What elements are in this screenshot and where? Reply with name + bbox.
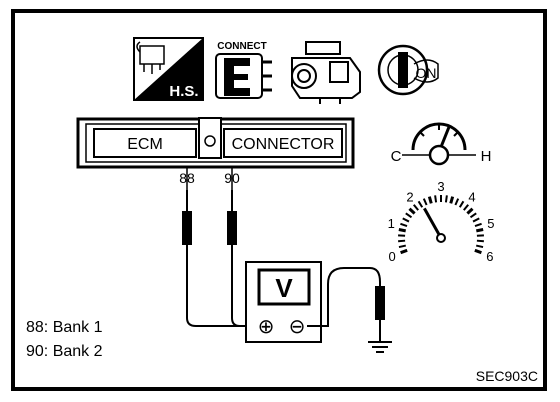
tachometer-tick — [463, 204, 470, 211]
legend-bank-2: 90: Bank 2 — [26, 343, 103, 360]
tachometer-tick — [405, 212, 413, 219]
ignition-on-label: ON — [416, 65, 437, 81]
tachometer-tick — [398, 228, 407, 233]
tachometer-tick — [474, 248, 482, 255]
wire-pin-88 — [186, 317, 258, 327]
ignition-key-icon: ON — [377, 44, 439, 96]
tachometer-tick — [427, 196, 433, 204]
ecm-connector: ECM CONNECTOR — [76, 117, 355, 169]
tachometer-scale-label: 3 — [437, 179, 444, 194]
minus-terminal: ⊖ — [289, 316, 306, 338]
tachometer-tick — [469, 212, 477, 219]
figure-code: SEC903C — [476, 368, 538, 384]
tachometer-scale-label: 0 — [389, 249, 396, 264]
ground-probe — [375, 286, 385, 342]
tachometer-tick — [454, 198, 460, 206]
connect-icon: CONNECT — [215, 41, 272, 99]
tachometer-scale-label: 5 — [487, 216, 494, 231]
tachometer-tick — [434, 195, 438, 203]
tachometer-tick — [398, 244, 407, 249]
cold-label: C — [391, 148, 402, 165]
ecm-label: ECM — [127, 136, 163, 153]
ground-icon — [368, 341, 392, 353]
tachometer-tick — [417, 200, 424, 208]
tachometer-tick — [476, 239, 484, 243]
tachometer-tick — [474, 222, 482, 228]
ground-wire — [307, 267, 381, 327]
plus-terminal: ⊕ — [258, 316, 275, 338]
probe-88 — [182, 190, 192, 318]
tachometer-needle — [423, 207, 443, 239]
tachometer-tick — [400, 222, 408, 228]
tachometer-tick — [444, 195, 448, 203]
tachometer-gauge: 0 12 3 45 6 — [388, 179, 495, 264]
tachometer-scale-label: 1 — [388, 216, 395, 231]
tachometer-hub — [436, 233, 446, 243]
hot-start-icon: H.S. — [133, 37, 204, 101]
connect-label: CONNECT — [217, 41, 266, 52]
probe-90 — [227, 190, 237, 318]
temperature-gauge: C H — [391, 122, 492, 166]
tachometer-tick — [458, 200, 465, 208]
tachometer-tick — [475, 244, 484, 249]
tachometer-tick — [400, 248, 408, 255]
engine-icon — [291, 41, 361, 104]
tachometer-tick — [475, 228, 484, 233]
connector-label: CONNECTOR — [232, 136, 335, 153]
tachometer-scale-label: 2 — [406, 189, 413, 204]
legend-bank-1: 88: Bank 1 — [26, 319, 103, 336]
tachometer-tick — [412, 204, 419, 211]
tachometer-tick — [402, 217, 410, 223]
diagram-frame — [11, 9, 547, 391]
wire-pin-90 — [231, 317, 258, 327]
hot-start-badge: H.S. — [169, 83, 198, 100]
tachometer-tick — [398, 239, 406, 243]
voltmeter-label: V — [275, 273, 293, 303]
tachometer-tick — [422, 198, 428, 206]
tachometer-scale-label: 4 — [468, 189, 475, 204]
tachometer-tick — [408, 207, 416, 215]
tachometer-scale-label: 6 — [486, 249, 493, 264]
hot-label: H — [481, 148, 492, 165]
tachometer-tick — [466, 207, 474, 215]
tachometer-tick — [449, 196, 455, 204]
tachometer-tick — [472, 217, 480, 223]
voltmeter: V ⊕ ⊖ — [245, 261, 322, 343]
